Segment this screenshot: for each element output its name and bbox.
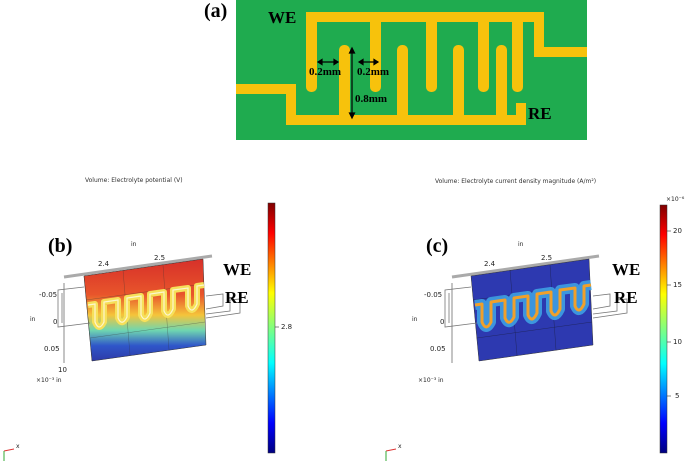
panel-c-axis-unit-left: in (412, 316, 418, 323)
panel-c-left-tick: 0 (440, 318, 445, 326)
panel-c-axis-unit-top: in (518, 241, 524, 248)
panel-c-left-tick: 0.05 (430, 345, 446, 353)
panel-c-plot (444, 254, 628, 363)
colorbar-b (267, 202, 276, 454)
panel-b-top-tick: 2.5 (154, 254, 166, 262)
panel-b-axis-unit-left: in (30, 316, 36, 323)
axis-triad-c (385, 448, 397, 461)
electrode-diagram (236, 0, 587, 140)
panel-b-axis-unit-top: in (131, 241, 137, 248)
panel-c-label: (c) (426, 235, 449, 257)
colorbar-b-tick: 2.8 (281, 323, 293, 331)
panel-b-left-tick: -0.05 (39, 291, 58, 299)
panel-c-left-tick: -0.05 (424, 291, 443, 299)
current-gap-channel (474, 283, 592, 329)
panel-b-top-tick: 2.4 (98, 260, 110, 268)
panel-c-we-label: WE (612, 260, 641, 279)
panel-b-plot (57, 254, 241, 363)
colorbar-c-tick: 5 (675, 392, 680, 400)
colorbar-c-exponent: ×10⁻⁶ (666, 196, 685, 203)
colorbar-c-tick: 15 (673, 281, 682, 289)
panel-b-left-tick: 0.05 (44, 345, 60, 353)
panel-b-label: (b) (48, 235, 73, 257)
panel-b-left-tick: 0 (53, 318, 58, 326)
panel-c-title: Volume: Electrolyte current density magn… (435, 178, 597, 185)
panel-c-bottom-label-a: ×10⁻³ in (418, 377, 444, 384)
dim-height: 0.8mm (355, 93, 388, 105)
colorbar-c-tick: 10 (673, 338, 682, 346)
colorbar-c (659, 204, 668, 454)
panel-c-corner-x: x (398, 443, 402, 450)
panel-b-bottom-label-b: ×10⁻³ in (36, 377, 62, 384)
panel-c-top-tick: 2.4 (484, 260, 496, 268)
dimension-arrows (316, 46, 380, 120)
panel-c-top-tick: 2.5 (541, 254, 553, 262)
panel-a-re-label: RE (528, 104, 552, 123)
panel-b-corner-x: x (16, 443, 20, 450)
panel-b-bottom-label-a: 10 (58, 366, 67, 374)
panel-a-label: (a) (204, 0, 228, 22)
dim-gap-left: 0.2mm (309, 66, 342, 78)
dim-gap-right: 0.2mm (357, 66, 390, 78)
axis-triad-b (3, 448, 15, 461)
panel-b-title: Volume: Electrolyte potential (V) (85, 177, 183, 184)
re-comb (236, 45, 526, 125)
colorbar-c-tick: 20 (673, 227, 682, 235)
we-comb (306, 12, 587, 92)
panel-a-we-label: WE (268, 8, 297, 27)
panel-b-re-label: RE (225, 288, 249, 307)
panel-c-re-label: RE (614, 288, 638, 307)
panel-b-we-label: WE (223, 260, 252, 279)
